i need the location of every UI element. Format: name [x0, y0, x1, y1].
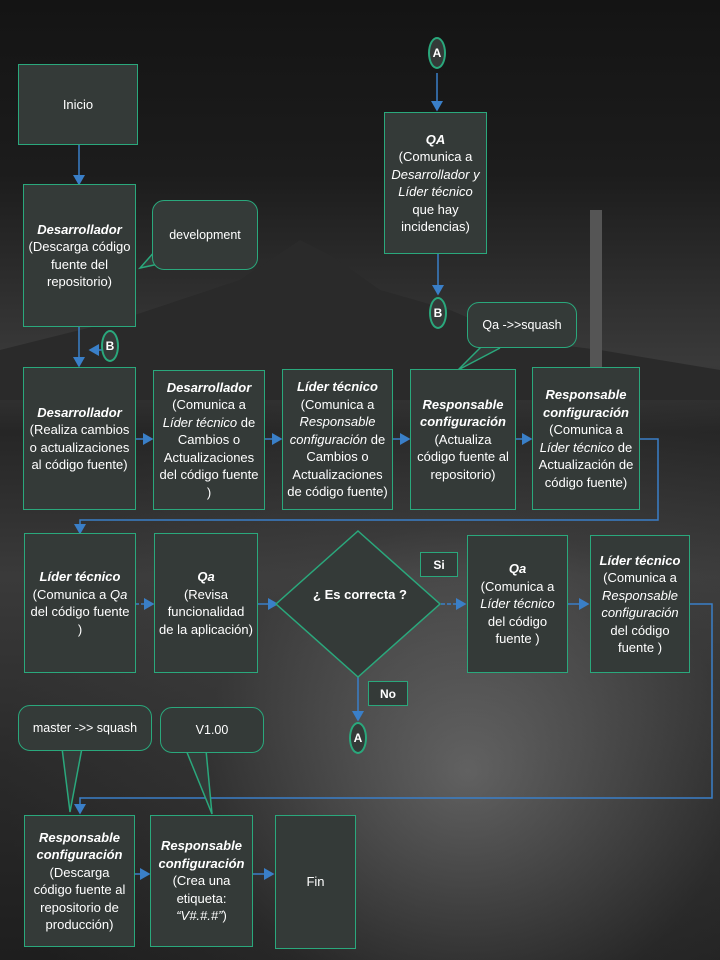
- lead-text1: (Comunica a: [300, 396, 375, 412]
- config-tag-em: “V#.#.#”: [176, 908, 223, 924]
- qa-review-node: Qa (Revisa funcionalidad de la aplicación…: [154, 533, 258, 673]
- config-update-text: (Actualiza código fuente al repositorio): [417, 431, 509, 482]
- connector-b-left: B: [101, 330, 119, 362]
- config-notify-role: Responsable configuración: [543, 387, 629, 420]
- connector-b-label: B: [433, 306, 443, 320]
- developer-notify-text1: (Comunica a: [172, 397, 246, 413]
- callout-development: development: [152, 200, 258, 270]
- lead-notify-config2-node: Líder técnico (Comunica a Responsable con…: [590, 535, 690, 673]
- config-prod-text: (Descarga código fuente al repositorio d…: [33, 864, 126, 933]
- config-tag-text2: ): [222, 908, 227, 924]
- callout-master-squash-text: master ->> squash: [32, 721, 138, 735]
- decision-label: ¿ Es correcta ?: [313, 587, 407, 602]
- developer-changes-text: (Realiza cambios o actualizaciones al có…: [29, 422, 130, 472]
- connector-b-left-label: B: [105, 339, 115, 353]
- end-label: Fin: [306, 874, 325, 890]
- qa-notify-text1: (Comunica a: [480, 578, 555, 594]
- config-role: Responsable configuración: [420, 396, 506, 430]
- developer-notify-role: Desarrollador: [166, 379, 252, 395]
- label-no: No: [368, 681, 408, 706]
- start-label: Inicio: [62, 96, 94, 112]
- start-node: Inicio: [18, 64, 138, 145]
- qa-review-role: Qa: [197, 569, 215, 584]
- qa-incidents-text1: (Comunica a: [398, 149, 473, 164]
- developer-notify-text2: de Cambios o Actualizaciones del código …: [159, 414, 259, 500]
- callout-version: V1.00: [160, 707, 264, 753]
- config-notify-lead-node: Responsable configuración (Comunica a Líd…: [532, 367, 640, 510]
- connector-b-top: B: [429, 297, 447, 329]
- developer-notify-em: Líder técnico: [162, 414, 238, 430]
- lead-qa-text1: (Comunica a: [32, 586, 110, 602]
- lead-text2: de Cambios o Actualizaciones de código f…: [287, 431, 388, 500]
- callout-qa-squash-text: Qa ->>squash: [482, 318, 562, 332]
- label-si: Si: [420, 552, 458, 577]
- config-tag-node: Responsable configuración(Crea una etiqu…: [150, 815, 253, 947]
- connector-a-label: A: [432, 46, 442, 60]
- lead2-role: Líder técnico: [599, 552, 681, 568]
- lead-role: Líder técnico: [297, 379, 378, 395]
- connector-a-bottom-label: A: [353, 731, 363, 745]
- lead2-text2: del código fuente ): [610, 622, 670, 656]
- config-prod-role: Responsable configuración: [36, 829, 123, 863]
- qa-notify-role: Qa: [508, 561, 527, 577]
- lead2-text1: (Comunica a: [603, 570, 677, 585]
- lead-notify-qa-node: Líder técnico (Comunica a Qa del código f…: [24, 533, 136, 673]
- config-tag-role: Responsable configuración: [158, 838, 245, 871]
- config-notify-em: Líder técnico: [539, 439, 615, 455]
- callout-development-text: development: [169, 228, 241, 242]
- callout-qa-squash: Qa ->>squash: [467, 302, 577, 348]
- connector-a-top: A: [428, 37, 446, 69]
- config-download-prod-node: Responsable configuración(Descarga códig…: [24, 815, 135, 947]
- qa-incidents-text2: que hay incidencias): [401, 201, 470, 235]
- qa-role: QA: [425, 131, 446, 147]
- connector-a-bottom: A: [349, 722, 367, 754]
- config-tag-text1: (Crea una etiqueta:: [172, 873, 231, 906]
- callout-master-squash: master ->> squash: [18, 705, 152, 751]
- qa-notify-lead-node: Qa(Comunica a Líder técnico del código f…: [467, 535, 568, 673]
- developer-role: Desarrollador: [37, 221, 122, 237]
- developer-download-text: (Descarga código fuente del repositorio): [28, 239, 131, 289]
- lead-qa-em: Qa: [109, 586, 128, 602]
- lead2-em: Responsable configuración: [601, 587, 679, 621]
- qa-notify-text2: del código fuente ): [487, 613, 548, 647]
- qa-incidents-node: QA (Comunica a Desarrollador y Líder técn…: [384, 112, 487, 254]
- lead-notify-config-node: Líder técnico(Comunica a Responsable con…: [282, 369, 393, 510]
- developer-changes-node: Desarrollador (Realiza cambios o actualiz…: [23, 367, 136, 510]
- label-no-text: No: [380, 686, 396, 701]
- lead-qa-role: Líder técnico: [39, 569, 121, 584]
- developer-notify-node: Desarrollador (Comunica a Líder técnico d…: [153, 370, 265, 510]
- qa-notify-em: Líder técnico: [480, 596, 555, 612]
- config-notify-text1: (Comunica a: [549, 422, 623, 437]
- decision-diamond: [274, 529, 442, 679]
- qa-review-text: (Revisa funcionalidad de la aplicación): [159, 586, 253, 637]
- config-notify-text2: de Actualización de código fuente): [538, 439, 634, 490]
- callout-version-text: V1.00: [195, 723, 229, 737]
- developer-download-node: Desarrollador (Descarga código fuente del…: [23, 184, 136, 327]
- background-mountain: [0, 210, 720, 400]
- qa-incidents-em: Desarrollador y Líder técnico: [391, 166, 480, 200]
- lead-em: Responsable configuración: [289, 414, 376, 447]
- lead-qa-text2: del código fuente ): [30, 604, 130, 637]
- developer-changes-role: Desarrollador: [37, 404, 122, 420]
- end-node: Fin: [275, 815, 356, 949]
- label-si-text: Si: [433, 557, 445, 572]
- config-update-node: Responsable configuración(Actualiza códi…: [410, 369, 516, 510]
